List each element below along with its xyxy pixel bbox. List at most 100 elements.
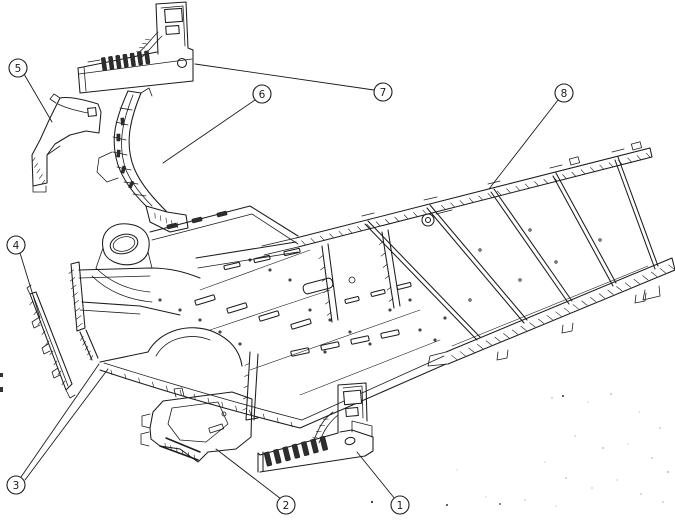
hatch-tick [477,344,484,350]
callout-2: 2 [215,448,296,515]
hatch-tick [82,340,86,346]
hatch-tick [37,320,42,326]
slot [166,222,178,230]
hatch-tick [555,311,562,317]
leader-line [19,252,41,319]
slot-row [100,50,151,71]
hatch-tick [469,197,474,203]
callout-number: 5 [15,63,22,75]
hatch-tick [68,269,74,274]
hatch-tick [478,195,484,201]
hatch-tick [380,252,386,257]
hatch-tick [580,169,586,175]
callout-number: 4 [13,240,20,252]
hatch-tick [138,377,141,384]
hatch-tick [375,221,381,227]
spot-welds [158,258,447,354]
leader-line [356,451,396,500]
part-4-sill-rail [26,284,76,399]
hatch-tick [41,179,46,185]
hatch-tick [564,307,571,313]
hatch-tick [45,340,50,346]
hatch-tick [53,360,58,366]
hatch-tick [73,300,79,305]
callout-number: 7 [380,87,387,99]
hatch-tick [590,297,597,303]
hatch-tick [616,286,623,292]
scan-noise [456,392,670,507]
hatch-tick [642,275,649,281]
hatch-tick [357,226,362,232]
part-1-rocker-segment [257,382,374,473]
part-6-cowl-panel [96,87,189,233]
hatch-tick [659,268,666,274]
hatch-tick [31,157,36,163]
hatch-tick [598,293,605,299]
rib-row [344,282,412,304]
hatch-tick [310,238,316,244]
hatch-tick [413,212,418,218]
hatch-tick [537,318,545,324]
hatch-tick [599,164,605,170]
hatch-tick [166,385,168,392]
hatch-tick [384,275,390,280]
hatch-band [80,336,94,361]
slot [144,50,151,65]
hatch-tick [515,186,521,192]
hatch-tick [176,447,178,454]
slot [310,438,319,454]
hatch-tick [329,233,335,239]
scan-marks [0,373,564,506]
rib-row [223,247,301,271]
hatch-tick [87,350,91,356]
hatch-tick [243,385,248,389]
slot [273,448,282,464]
callout-1: 1 [356,451,410,515]
hatch-band [301,152,651,246]
callout-circle [373,82,393,102]
hatch-tick [76,315,82,320]
hatch-tick [57,370,62,376]
hatch-tick [394,216,400,222]
hatch-tick [382,264,388,268]
callout-number: 8 [561,88,568,100]
callout-number: 1 [397,500,404,512]
slot [319,435,328,451]
hatch-tick [506,188,512,194]
hatch-tick [110,369,113,376]
hatch-band [318,255,332,316]
callout-5: 5 [8,58,53,123]
callout-circle [390,495,410,515]
hatch-tick [145,38,151,41]
hatch-tick [451,354,458,360]
hatch-tick [326,312,332,316]
hatch-tick [187,452,190,458]
hatch-tick [71,284,77,290]
slot [380,329,400,339]
slot [108,56,115,70]
hatch-tick [366,223,372,229]
slot [291,443,301,459]
hatch-tick [69,277,76,282]
hatch-tick [650,271,658,277]
hatch-tick [562,174,567,180]
leader-line [162,99,256,164]
slot [290,318,312,330]
leader-line [24,368,109,481]
hatch-tick [84,345,89,351]
hatch-tick [276,417,279,424]
hatch-tick [422,209,428,215]
hatch-tick [290,421,293,428]
hatch-tick [529,322,536,328]
callout-8: 8 [488,83,574,190]
hatch-band [68,269,83,328]
hatch-tick [347,228,353,234]
hatch-band [242,363,249,411]
hatch-tick [338,231,344,237]
callout-circle [252,84,272,104]
hatch-tick [403,214,409,220]
slot [223,261,241,271]
leader-line [488,99,559,190]
